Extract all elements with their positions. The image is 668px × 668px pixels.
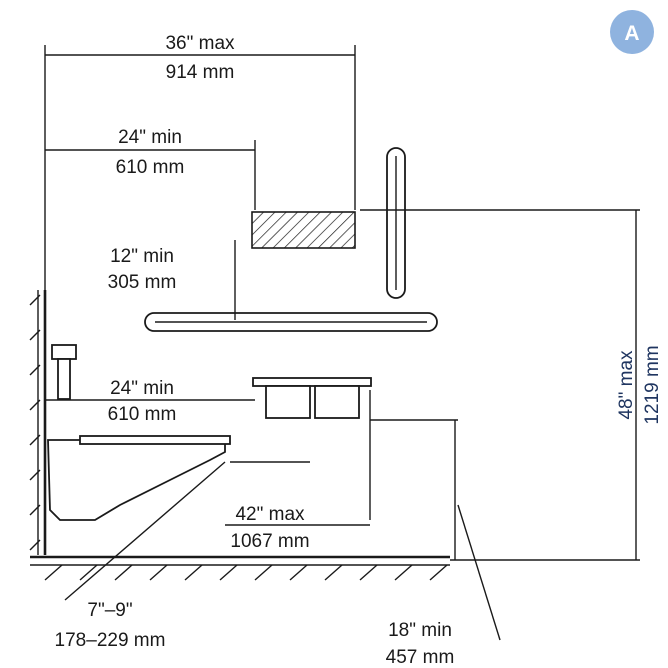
flush-pipe	[57, 358, 71, 400]
dim-label-in: 48" max	[616, 350, 637, 420]
dim-label-mm: 610 mm	[116, 157, 185, 178]
wall	[29, 290, 47, 555]
dim-label-in: 24" min	[118, 127, 182, 148]
dim-label-mm: 457 mm	[386, 647, 455, 668]
dim-dispenser-height-max: 48" max 1219 mm	[616, 345, 663, 424]
dim-label-mm: 914 mm	[166, 62, 235, 83]
flush-valve	[51, 344, 77, 360]
dimension-lines	[44, 45, 640, 641]
dim-label-in: 18" min	[388, 620, 452, 641]
dim-dispenser-min-height: 18" min 457 mm	[386, 620, 455, 668]
toilet-bowl	[47, 439, 226, 521]
dim-toilet-front-min: 24" min 610 mm	[108, 378, 177, 425]
dim-label-in: 24" min	[110, 378, 174, 399]
dim-label-mm: 305 mm	[108, 272, 177, 293]
badge-letter: A	[624, 22, 639, 45]
dim-grab-span-max: 36" max 914 mm	[165, 33, 235, 83]
dim-dispenser-max: 42" max 1067 mm	[230, 504, 309, 552]
badge-circle	[610, 10, 654, 54]
dim-label-in: 42" max	[235, 504, 305, 525]
toilet-paper-dispenser	[252, 377, 372, 419]
grab-bar-horizontal	[144, 312, 438, 332]
badge: A	[610, 10, 654, 54]
dim-label-mm: 610 mm	[108, 404, 177, 425]
floor	[30, 555, 450, 581]
dim-grab-gap-min: 12" min 305 mm	[108, 246, 177, 293]
toilet	[47, 344, 231, 521]
dim-label-in: 36" max	[165, 33, 235, 54]
toilet-seat	[79, 435, 231, 445]
dim-label-in: 12" min	[110, 246, 174, 267]
dim-grab-offset-min: 24" min 610 mm	[116, 127, 185, 178]
dim-label-mm: 1067 mm	[230, 531, 309, 552]
dim-label-in: 7"–9"	[87, 600, 132, 621]
dim-label-mm: 178–229 mm	[55, 630, 166, 651]
dim-label-mm: 1219 mm	[642, 345, 663, 424]
dim-dispenser-mount-range: 7"–9" 178–229 mm	[55, 600, 166, 651]
hatched-zone	[251, 211, 356, 249]
grab-bar-vertical	[386, 147, 406, 299]
